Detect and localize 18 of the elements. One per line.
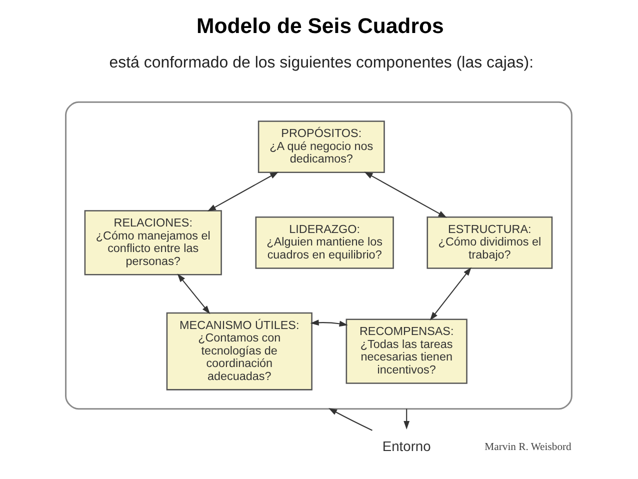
arrow: [364, 172, 447, 218]
node-box: ESTRUCTURA: ¿Cómo dividimos el trabajo?: [426, 216, 553, 269]
node-box: LIDERAZGO: ¿Alguien mantiene los cuadros en equilibrio?: [255, 216, 394, 269]
node-box: MECANISMO ÚTILES: ¿Contamos con tecnologías de coordinación adecuadas?: [166, 312, 312, 390]
label: Marvin R. Weisbord: [484, 442, 572, 453]
diagram-title: Modelo de Seis Cuadros: [196, 14, 444, 38]
arrow: [430, 267, 472, 320]
arrow: [177, 274, 210, 314]
cluster: [65, 101, 572, 410]
node-box: PROPÓSITOS: ¿A qué negocio nos dedicamos?: [258, 120, 385, 174]
arrow: [404, 408, 410, 430]
node-box: RECOMPENSAS: ¿Todas las tareas necesarias tienen incentivos?: [346, 318, 468, 384]
node-text: Entorno: [382, 438, 431, 454]
node-box: RELACIONES: ¿Cómo manejamos el conflicto entre las personas?: [84, 210, 222, 276]
label: está conformado de los siguientes componentes (las cajas):: [109, 54, 534, 72]
arrow: [207, 172, 279, 212]
arrow: [328, 408, 372, 431]
arrow: [310, 320, 348, 327]
